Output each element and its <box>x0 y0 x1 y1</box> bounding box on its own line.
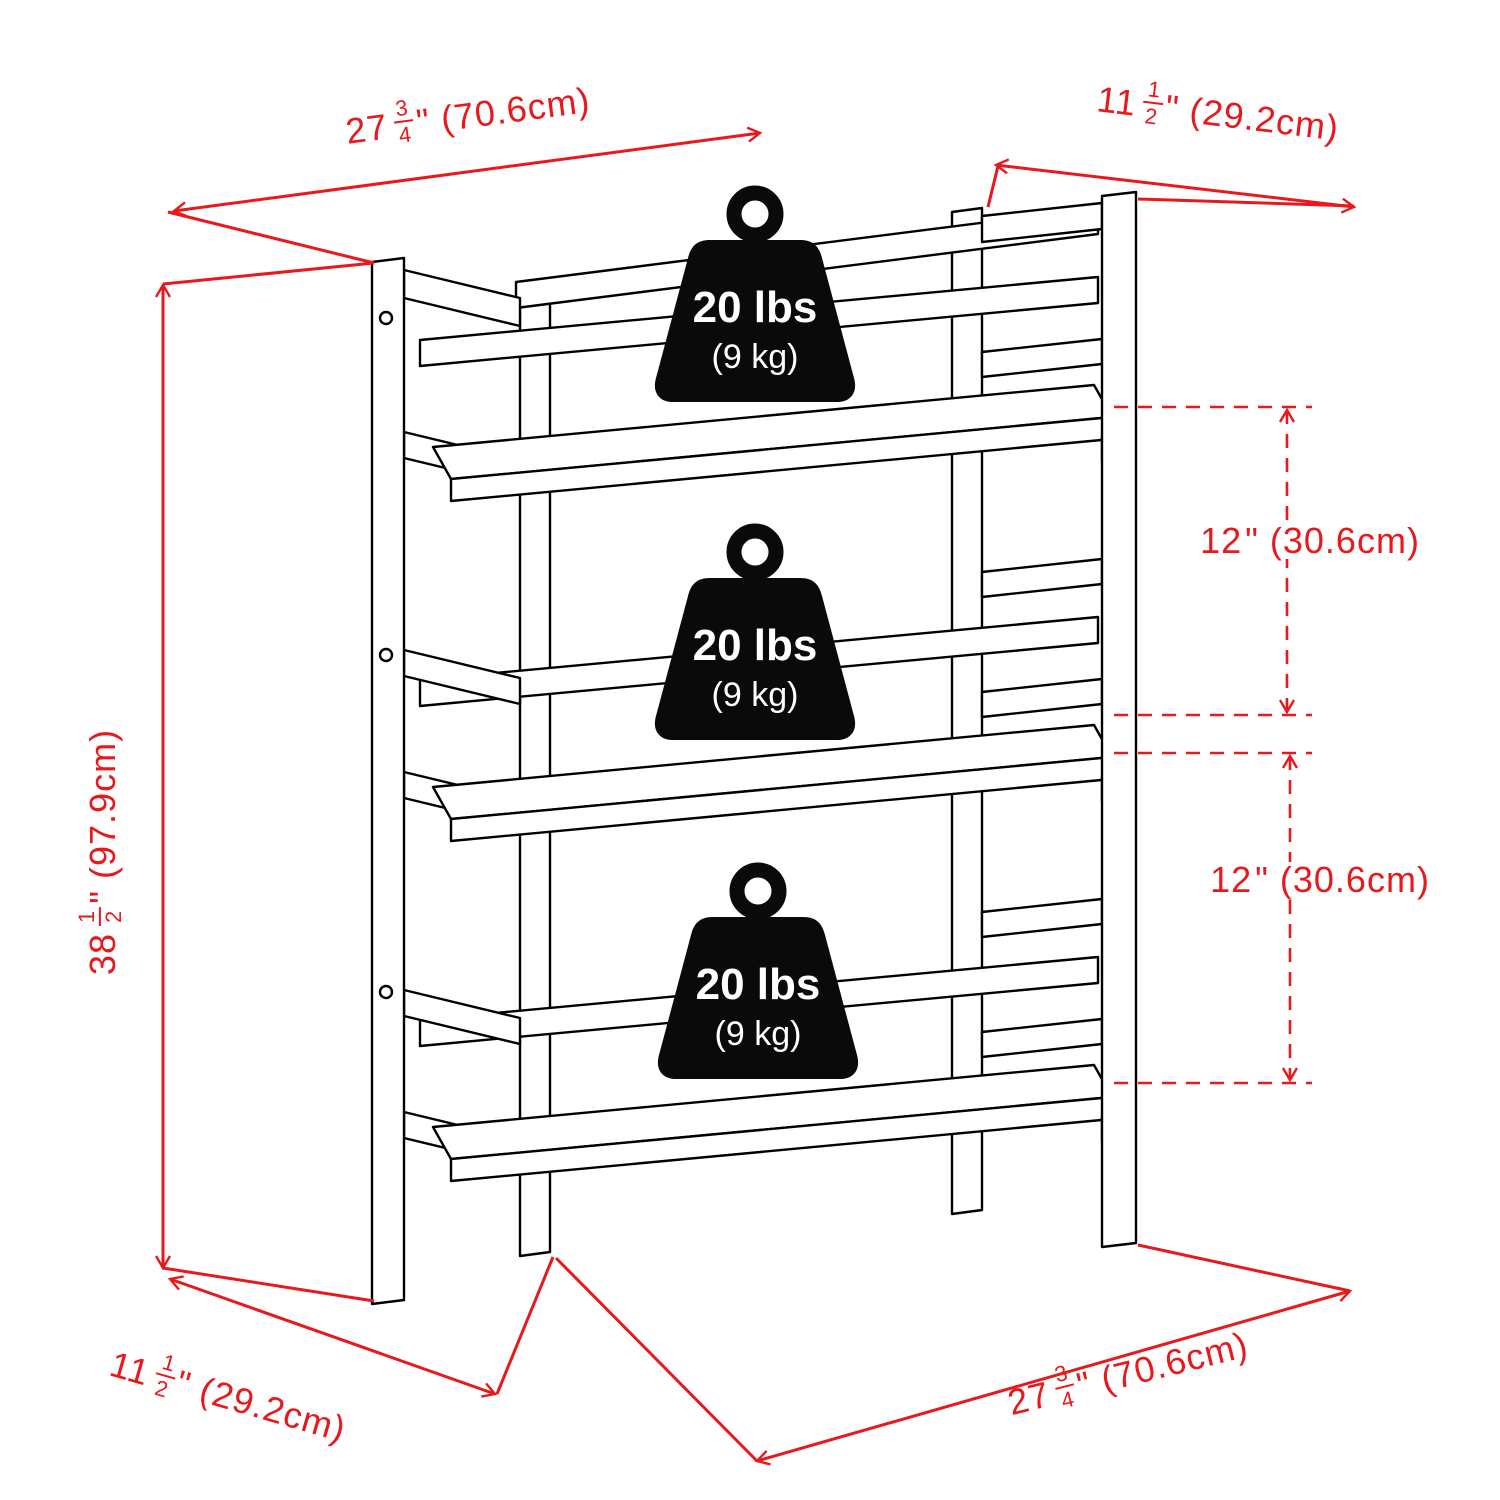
extension-line-bottom-depth <box>495 1256 555 1395</box>
extension-line-top-left-b <box>162 261 375 286</box>
dim-value: 11 <box>1094 78 1139 124</box>
right-rung-4 <box>980 897 1104 939</box>
weight-capacity-label: 20 lbs <box>696 960 821 1009</box>
dim-unit: " <box>1162 86 1182 130</box>
dim-label-shelf-spacing-upper: 12 " (30.6cm) <box>1195 523 1425 559</box>
dim-value: 12 <box>1210 859 1253 900</box>
dim-metric: (30.6cm) <box>1279 859 1430 900</box>
screw-hole-2 <box>378 647 394 663</box>
weight-icons: 20 lbs (9 kg) 20 lbs (9 kg) 20 lbs (9 kg… <box>654 185 859 1079</box>
right-rung-1 <box>980 337 1104 379</box>
extension-line-bottom-left <box>162 1266 375 1303</box>
right-rung-3 <box>980 677 1104 719</box>
bottom-width-dimension-line <box>754 1286 1353 1466</box>
dim-metric: (97.9cm) <box>82 728 123 879</box>
dim-value: 27 <box>343 105 391 152</box>
weight-body <box>654 240 856 402</box>
weight-metric-label: (9 kg) <box>715 1015 802 1053</box>
dim-value: 12 <box>1200 520 1243 561</box>
dim-unit: " <box>1255 859 1269 900</box>
dim-value: 38 <box>82 933 123 976</box>
weight-handle-icon <box>726 523 784 581</box>
weight-metric-label: (9 kg) <box>712 338 799 376</box>
weight-handle-icon <box>726 185 784 243</box>
weight-body <box>654 578 856 740</box>
left-front-post <box>370 256 406 1306</box>
weight-metric-label: (9 kg) <box>712 676 799 714</box>
weight-icon-3: 20 lbs (9 kg) <box>657 862 859 1079</box>
weight-capacity-label: 20 lbs <box>693 283 818 332</box>
dim-value: 11 <box>105 1343 155 1394</box>
screw-hole-3 <box>378 984 394 1000</box>
right-front-post <box>1100 190 1138 1249</box>
bottom-depth-dimension-line <box>167 1275 498 1398</box>
dim-unit: " <box>1245 520 1259 561</box>
dim-value: 27 <box>1003 1373 1055 1424</box>
left-top-rung <box>402 268 522 328</box>
extension-line-top-right-a <box>986 165 1000 208</box>
screw-hole-1 <box>378 310 394 326</box>
right-rung-2 <box>980 557 1104 599</box>
dim-metric: (30.6cm) <box>1269 520 1420 561</box>
extension-line-bottom-right-b <box>554 1256 759 1463</box>
dimension-lines <box>154 126 1357 1466</box>
weight-body <box>657 917 859 1079</box>
extension-line-top-left-a <box>167 210 375 265</box>
dim-unit: " <box>82 889 123 904</box>
top-depth-dimension-line <box>993 158 1357 214</box>
weight-handle-icon <box>729 862 787 920</box>
weight-icon-1: 20 lbs (9 kg) <box>654 185 856 402</box>
weight-icon-2: 20 lbs (9 kg) <box>654 523 856 740</box>
dim-unit: " <box>413 100 433 143</box>
weight-capacity-label: 20 lbs <box>693 621 818 670</box>
right-rung-5 <box>980 1017 1104 1059</box>
right-back-post <box>950 206 984 1216</box>
dim-label-shelf-spacing-lower: 12 " (30.6cm) <box>1205 862 1435 898</box>
extension-line-bottom-right-a <box>1137 1243 1351 1293</box>
top-width-dimension-line <box>171 126 763 218</box>
